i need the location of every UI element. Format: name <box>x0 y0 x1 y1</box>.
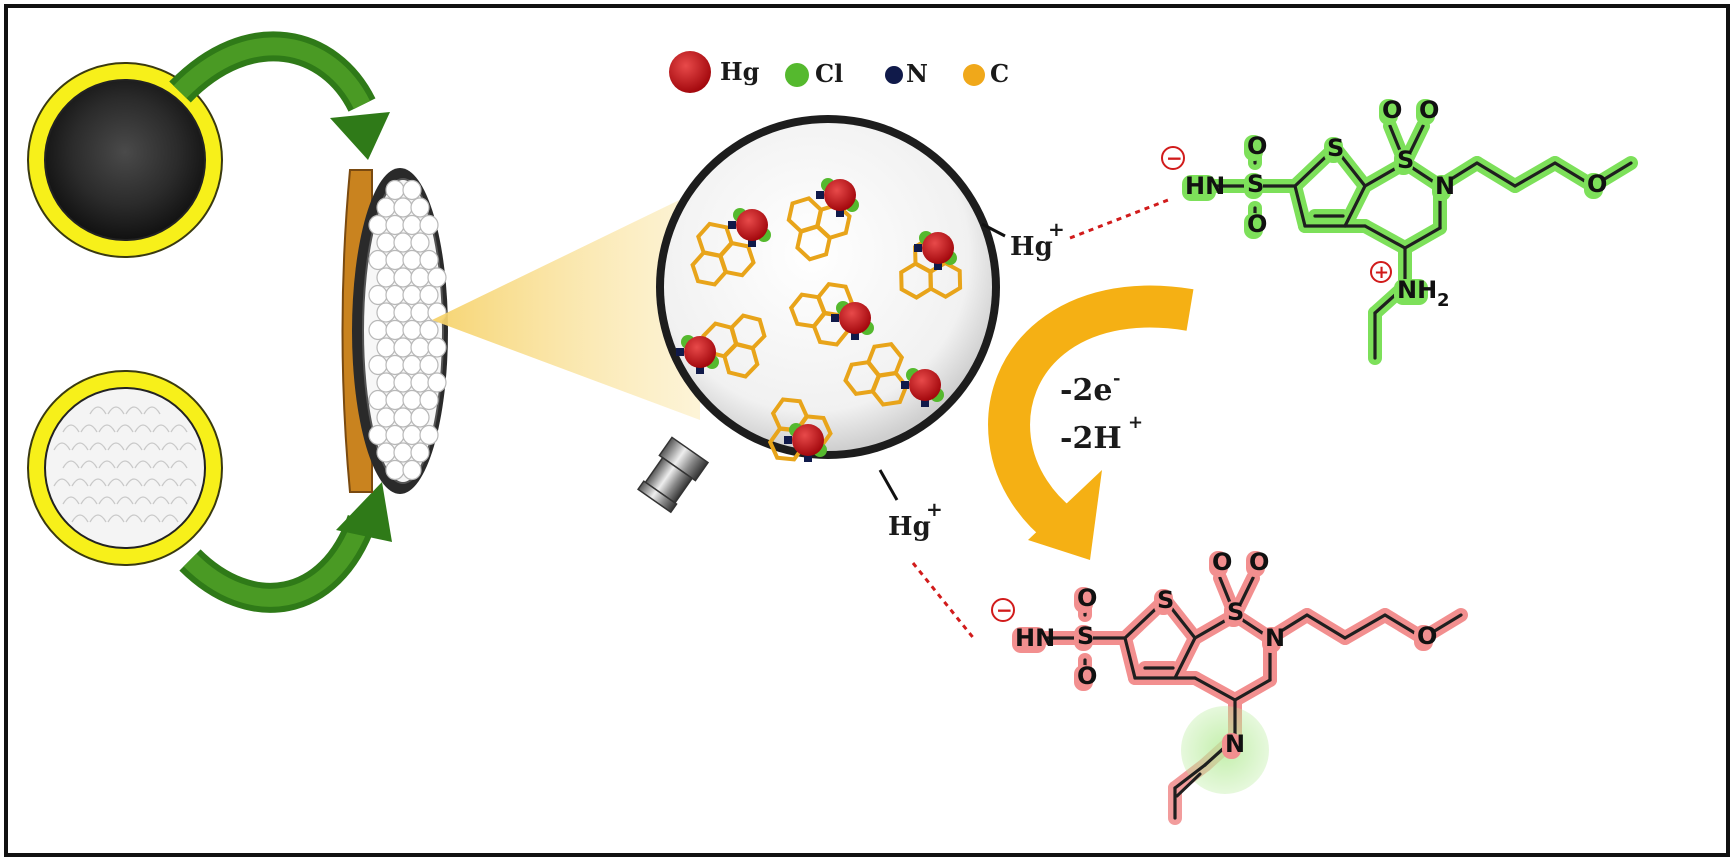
electron-loss-label: -2e <box>1060 373 1112 408</box>
atom-nh-subscript: 2 <box>1437 290 1450 311</box>
proton-loss-label: -2H <box>1060 421 1122 456</box>
legend-c-icon <box>963 64 985 86</box>
legend-hg-label: Hg <box>720 57 760 86</box>
hg-ion-top: Hg + <box>981 217 1065 262</box>
hg-bottom-label: Hg <box>888 512 931 542</box>
hg-complex-particle <box>676 313 767 379</box>
hg-atom-ball <box>684 336 716 368</box>
carbon-powder-disc <box>27 62 223 258</box>
hg-atom-ball <box>792 424 824 456</box>
atom-hn: HN <box>1015 624 1055 652</box>
hg-complex-particle <box>788 282 874 347</box>
atom-s-ring: S <box>1157 586 1174 614</box>
electrode-disc <box>341 168 448 494</box>
hg-atom-ball <box>736 209 768 241</box>
green-arrow-top <box>169 31 390 160</box>
negative-charge-icon <box>1161 146 1185 170</box>
negative-charge-label: − <box>1166 146 1183 170</box>
atom-s-ring: S <box>1327 134 1344 162</box>
atom-o-1: O <box>1212 548 1232 576</box>
legend-n-icon <box>885 66 903 84</box>
atom-o-ether: O <box>1417 622 1437 650</box>
white-spheres-disc <box>27 370 223 566</box>
atom-s-sulfonamide: S <box>1247 170 1264 198</box>
atom-n-ring: N <box>1265 624 1285 652</box>
proton-charge: + <box>1128 412 1143 433</box>
legend-n-label: N <box>906 59 928 88</box>
hg-atom-ball <box>824 179 856 211</box>
hg-atom-ball <box>922 232 954 264</box>
hg-top-charge: + <box>1048 217 1065 241</box>
atom-s-sulfonyl: S <box>1227 598 1244 626</box>
atom-o-2: O <box>1419 96 1439 124</box>
atom-o-1: O <box>1382 96 1402 124</box>
negative-charge-icon <box>991 598 1015 622</box>
atom-n-imine: N <box>1225 730 1245 758</box>
reaction-arrow <box>988 285 1194 560</box>
legend-hg-icon <box>669 51 711 93</box>
atom-s-sulfonamide: S <box>1077 622 1094 650</box>
atom-nh: NH <box>1397 276 1437 304</box>
legend-cl-label: Cl <box>815 59 843 88</box>
magnifier <box>637 115 1000 514</box>
magnifier-handle <box>637 436 710 514</box>
atom-o-2: O <box>1249 548 1269 576</box>
hg-ion-bottom: Hg + <box>878 469 943 542</box>
electron-charge: - <box>1113 368 1120 389</box>
atom-o-4: O <box>1247 210 1267 238</box>
positive-charge-icon <box>1370 261 1392 283</box>
atom-o-4: O <box>1077 662 1097 690</box>
interaction-bottom <box>911 562 977 641</box>
atom-o-ether: O <box>1587 170 1607 198</box>
atom-hn: HN <box>1185 172 1225 200</box>
hg-complex-particle <box>767 397 833 462</box>
hg-complex-particle <box>690 208 771 287</box>
hg-bottom-charge: + <box>926 497 943 521</box>
hg-complex-particle <box>843 342 944 407</box>
hg-atom-ball <box>839 302 871 334</box>
hg-atom-ball <box>909 369 941 401</box>
hg-complex-particle <box>899 231 963 300</box>
legend-c-label: C <box>990 59 1009 88</box>
zoom-beam <box>432 190 700 420</box>
atom-n-ring: N <box>1435 172 1455 200</box>
reaction-conditions: -2e - -2H + <box>1060 368 1143 456</box>
hg-top-label: Hg <box>1010 232 1053 262</box>
hg-complex-particle <box>786 178 859 262</box>
positive-charge-label: + <box>1374 262 1389 283</box>
atom-o-3: O <box>1247 132 1267 160</box>
atom-legend: Hg Cl N C <box>669 51 1009 93</box>
legend-cl-icon <box>785 63 809 87</box>
atom-s-sulfonyl: S <box>1397 146 1414 174</box>
interaction-top <box>1069 198 1169 240</box>
green-arrow-bottom <box>179 482 392 613</box>
atom-o-3: O <box>1077 584 1097 612</box>
negative-charge-label: − <box>996 598 1013 622</box>
